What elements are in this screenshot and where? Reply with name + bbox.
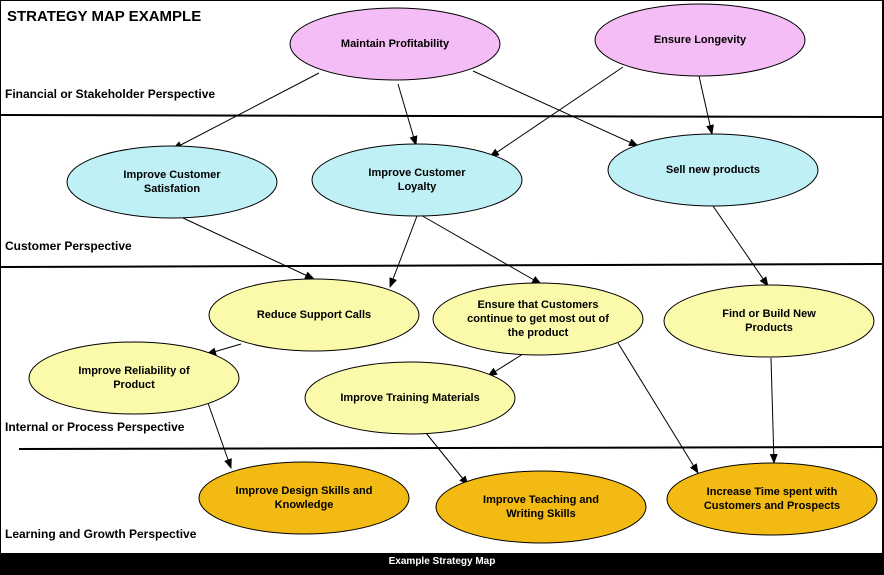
node-ensure-customers-get-most [432,282,644,356]
node-increase-time-customers [666,462,878,536]
node-label-ensure-customers-get-most: Ensure that Customers continue to get mo… [467,299,609,339]
lane-label-financial: Financial or Stakeholder Perspective [5,87,216,101]
node-label-improve-customer-satisfaction: Improve Customer Satisfation [123,169,221,195]
lane-divider-2 [1,263,882,268]
edge-sell-new-products-to-find-or-build-new-products [712,205,769,287]
edge-ensure-customers-get-most-to-improve-training-materials [487,351,527,377]
node-ensure-longevity [594,3,806,77]
edge-ensure-customers-get-most-to-increase-time-customers [617,342,699,474]
edge-maintain-profitability-to-sell-new-products [472,70,639,147]
edge-ensure-longevity-to-improve-customer-loyalty [489,66,624,158]
node-label-ensure-longevity: Ensure Longevity [653,34,747,46]
node-label-improve-reliability: Improve Reliability of Product [78,365,190,391]
node-improve-customer-satisfaction [66,145,278,219]
node-improve-design-skills [198,461,410,535]
node-label-improve-design-skills: Improve Design Skills and Knowledge [235,485,373,511]
diagram-title: STRATEGY MAP EXAMPLE [7,8,202,25]
node-label-improve-training-materials: Improve Training Materials [340,392,480,404]
node-label-sell-new-products: Sell new products [665,164,761,176]
lane-divider-1 [1,114,882,118]
node-label-maintain-profitability: Maintain Profitability [340,38,450,50]
node-improve-customer-loyalty [311,143,523,217]
lane-divider-3 [18,446,882,450]
lane-label-internal-process: Internal or Process Perspective [5,420,185,434]
strategy-map-diagram [1,3,882,544]
node-maintain-profitability [289,7,501,81]
node-reduce-support-calls [208,278,420,352]
edge-improve-customer-satisfaction-to-reduce-support-calls [182,217,315,280]
edge-maintain-profitability-to-improve-customer-loyalty [397,83,418,146]
strategy-map-canvas: STRATEGY MAP EXAMPLE Financial or Stakeh… [1,1,882,553]
edge-improve-training-materials-to-improve-teaching-writing [425,432,469,486]
edge-reduce-support-calls-to-improve-reliability [206,343,242,356]
lane-label-learning-growth: Learning and Growth Perspective [5,527,197,541]
node-label-find-or-build-new-products: Find or Build New Products [722,308,816,334]
edge-improve-customer-loyalty-to-reduce-support-calls [389,215,418,288]
lane-label-customer: Customer Perspective [5,239,132,253]
edge-find-or-build-new-products-to-increase-time-customers [769,357,778,464]
node-improve-teaching-writing [435,470,647,544]
node-label-reduce-support-calls: Reduce Support Calls [256,309,372,321]
node-label-improve-teaching-writing: Improve Teaching and Writing Skills [483,494,599,520]
node-label-increase-time-customers: Increase Time spent with Customers and P… [703,486,841,512]
node-sell-new-products [607,133,819,207]
node-label-improve-customer-loyalty: Improve Customer Loyalty [368,167,466,193]
edge-improve-reliability-to-improve-design-skills [207,402,232,469]
edge-ensure-longevity-to-sell-new-products [698,75,714,135]
node-improve-training-materials [304,361,516,435]
edge-maintain-profitability-to-improve-customer-satisfaction [172,72,320,150]
figure-caption: Example Strategy Map [388,556,496,567]
edge-improve-customer-loyalty-to-ensure-customers-get-most [418,213,542,285]
node-find-or-build-new-products [663,284,875,358]
node-improve-reliability [28,341,240,415]
